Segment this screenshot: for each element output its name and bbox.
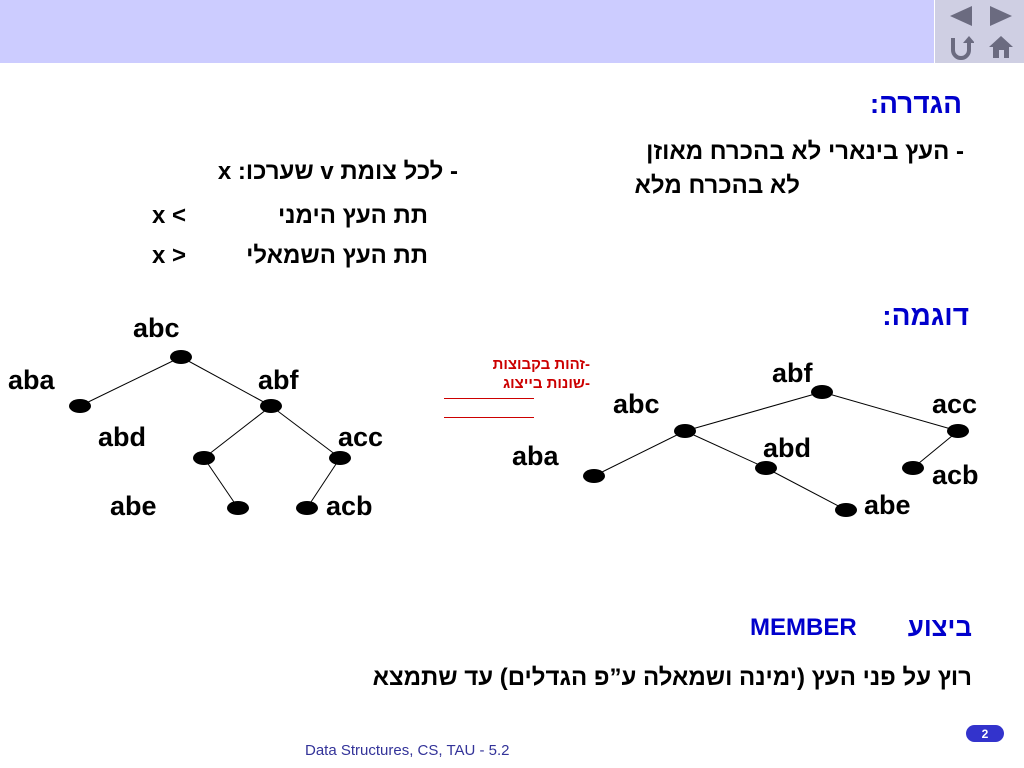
tree-right-label-abe: abe: [864, 490, 911, 520]
member-heading-en: MEMBER: [750, 614, 857, 641]
member-heading-he: ביצוע: [907, 612, 972, 642]
tree-left-node-abe: [227, 501, 249, 515]
tree-right-edge-abf-acc: [821, 391, 959, 432]
note-underline-1: [444, 398, 534, 399]
tree-left-node-acc: [329, 451, 351, 465]
tree-right-label-acb: acb: [932, 460, 979, 490]
page-number-badge: 2: [966, 725, 1004, 742]
tree-left-label-abd: abd: [98, 422, 147, 452]
tree-right-node-acb: [902, 461, 924, 475]
return-icon[interactable]: [941, 33, 981, 61]
tree-right-edge-abc-aba: [593, 430, 686, 477]
definition-heading: הגדרה:: [869, 88, 962, 119]
tree-right-label-abf: abf: [772, 358, 813, 388]
tree-left-node-abc: [170, 350, 192, 364]
tree-left-label-abf: abf: [258, 365, 299, 395]
rule-left-subtree-label: תת העץ השמאלי: [246, 242, 428, 269]
footer-text: Data Structures, CS, TAU - 5.2: [305, 742, 510, 759]
rule-right-subtree-label: תת העץ הימני: [277, 202, 428, 229]
home-icon[interactable]: [981, 33, 1021, 61]
tree-left-edge-abf-acc: [270, 405, 341, 459]
note-representation: -שונות בייצוג: [502, 375, 590, 392]
tree-left-node-aba: [69, 399, 91, 413]
tree-left-edge-abd-abe: [203, 457, 239, 509]
tree-left-node-acb: [296, 501, 318, 515]
tree-left-label-acc: acc: [338, 422, 384, 452]
note-identity: -זהות בקבוצות: [492, 356, 590, 373]
tree-right-node-abe: [835, 503, 857, 517]
tree-right-node-acc: [947, 424, 969, 438]
tree-left-edge-acc-acb: [306, 457, 341, 509]
tree-right-node-abd: [755, 461, 777, 475]
tree-left-edge-abc-abf: [180, 356, 272, 407]
definition-line-2: לא בהכרח מלא: [634, 172, 801, 199]
tree-right-edge-acc-acb: [912, 430, 959, 469]
tree-left-label-aba: aba: [8, 365, 55, 395]
tree-right-edge-abf-abc: [684, 391, 823, 432]
tree-right-node-abf: [811, 385, 833, 399]
tree-right-label-acc: acc: [932, 389, 978, 419]
tree-left-label-abe: abe: [110, 491, 157, 521]
example-heading: דוגמה:: [882, 300, 969, 331]
tree-left-edge-abc-aba: [79, 356, 182, 407]
nav-panel: [934, 0, 1024, 63]
tree-right-label-abd: abd: [763, 433, 812, 463]
header-band: [0, 0, 1024, 63]
tree-right-edge-abc-abd: [684, 430, 767, 469]
rule-right-subtree-expr: x <: [152, 202, 187, 229]
tree-right-edge-abd-abe: [765, 467, 847, 511]
note-underline-2: [444, 417, 534, 418]
tree-right-node-aba: [583, 469, 605, 483]
rule-left-subtree-expr: x >: [152, 242, 187, 269]
prev-arrow-icon[interactable]: [941, 2, 981, 30]
tree-right-node-abc: [674, 424, 696, 438]
tree-left-label-abc: abc: [133, 313, 180, 343]
tree-left-node-abd: [193, 451, 215, 465]
tree-right-label-abc: abc: [613, 389, 660, 419]
next-arrow-icon[interactable]: [981, 2, 1021, 30]
tree-left-edge-abf-abd: [203, 405, 272, 459]
member-description: רוץ על פני העץ (ימינה ושמאלה ע”פ הגדלים)…: [372, 664, 972, 691]
rule-line-1: - לכל צומת v שערכו: x: [217, 158, 458, 185]
tree-right-label-aba: aba: [512, 441, 559, 471]
tree-left-label-acb: acb: [326, 491, 373, 521]
definition-line-1: - העץ בינארי לא בהכרח מאוזן: [646, 138, 964, 165]
tree-left-node-abf: [260, 399, 282, 413]
